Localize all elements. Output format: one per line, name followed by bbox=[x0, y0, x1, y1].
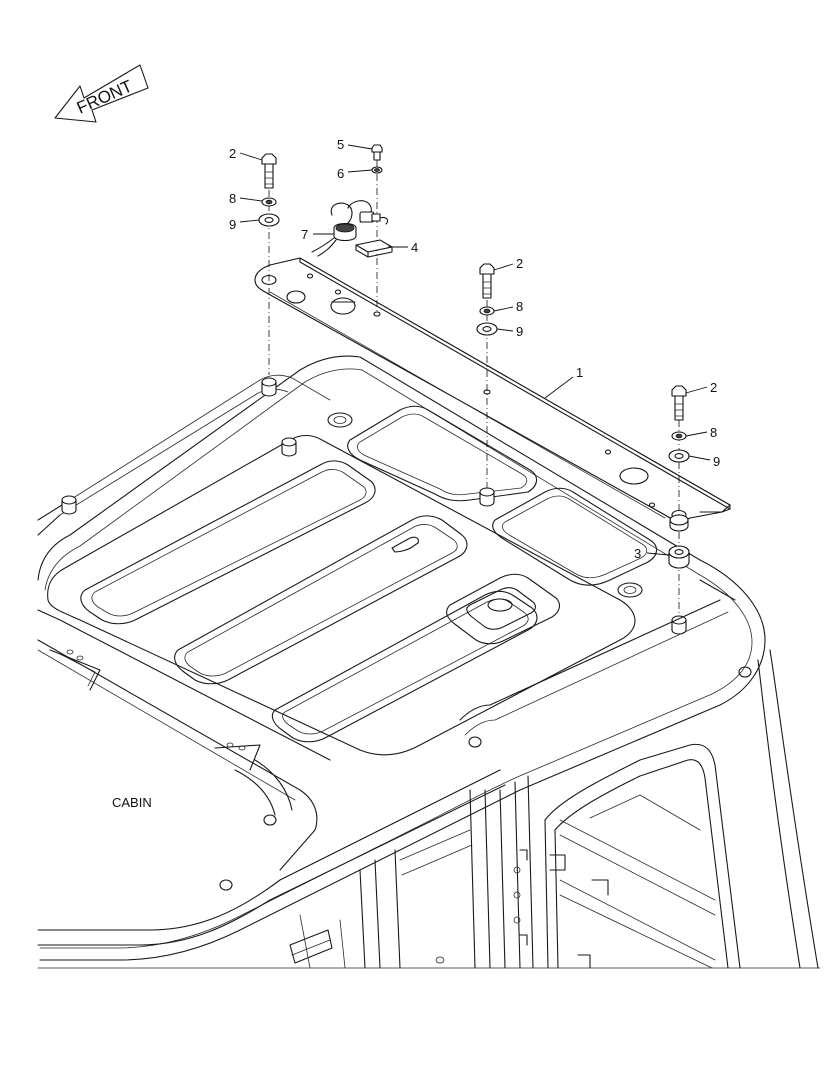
leader-lines bbox=[239, 144, 711, 556]
flat-washer-left bbox=[258, 213, 280, 227]
callout-label: 4 bbox=[411, 240, 418, 255]
bracket bbox=[355, 239, 393, 258]
cabin-roof bbox=[37, 355, 766, 961]
bolt-left bbox=[261, 153, 277, 189]
cabin-frame bbox=[37, 609, 821, 969]
nut-small bbox=[371, 166, 383, 174]
cabin-label: CABIN bbox=[112, 795, 152, 810]
callout-label: 5 bbox=[337, 137, 344, 152]
hardware-stack-right bbox=[668, 385, 690, 616]
flat-washer-right bbox=[668, 449, 690, 463]
lock-washer-center bbox=[479, 306, 495, 316]
screw-small bbox=[371, 144, 383, 161]
connector-plug bbox=[311, 200, 389, 257]
bar-bushing-right bbox=[669, 514, 689, 532]
callout-label: 8 bbox=[516, 299, 523, 314]
roof-stud-right bbox=[671, 615, 687, 635]
callout-labels: 2 8 9 5 6 7 4 2 8 9 1 2 8 9 3 bbox=[229, 137, 720, 561]
callout-label: 2 bbox=[516, 256, 523, 271]
roof-stud-left bbox=[261, 377, 277, 397]
callout-label: 3 bbox=[634, 546, 641, 561]
callout-label: 1 bbox=[576, 365, 583, 380]
lock-washer-right bbox=[671, 431, 687, 441]
callout-label: 6 bbox=[337, 166, 344, 181]
flat-washer-center bbox=[476, 322, 498, 336]
callout-label: 9 bbox=[713, 454, 720, 469]
bolt-center bbox=[479, 263, 495, 299]
hardware-stack-center bbox=[476, 263, 498, 488]
front-label: FRONT bbox=[74, 76, 135, 117]
callout-label: 9 bbox=[229, 217, 236, 232]
front-direction-arrow: FRONT bbox=[54, 64, 149, 123]
callout-label: 2 bbox=[710, 380, 717, 395]
roof-stud-center bbox=[479, 487, 495, 507]
rubber-spacer bbox=[668, 545, 690, 569]
callout-label: 8 bbox=[710, 425, 717, 440]
bolt-right bbox=[671, 385, 687, 421]
connector-assembly bbox=[311, 144, 393, 312]
callout-label: 8 bbox=[229, 191, 236, 206]
callout-label: 9 bbox=[516, 324, 523, 339]
roof-stud-rear bbox=[281, 437, 297, 457]
callout-label: 7 bbox=[301, 227, 308, 242]
roof-stud-rear-left bbox=[61, 495, 77, 515]
mounting-bar bbox=[254, 257, 731, 521]
lock-washer-left bbox=[261, 197, 277, 207]
callout-label: 2 bbox=[229, 146, 236, 161]
hardware-stack-left bbox=[258, 153, 280, 375]
